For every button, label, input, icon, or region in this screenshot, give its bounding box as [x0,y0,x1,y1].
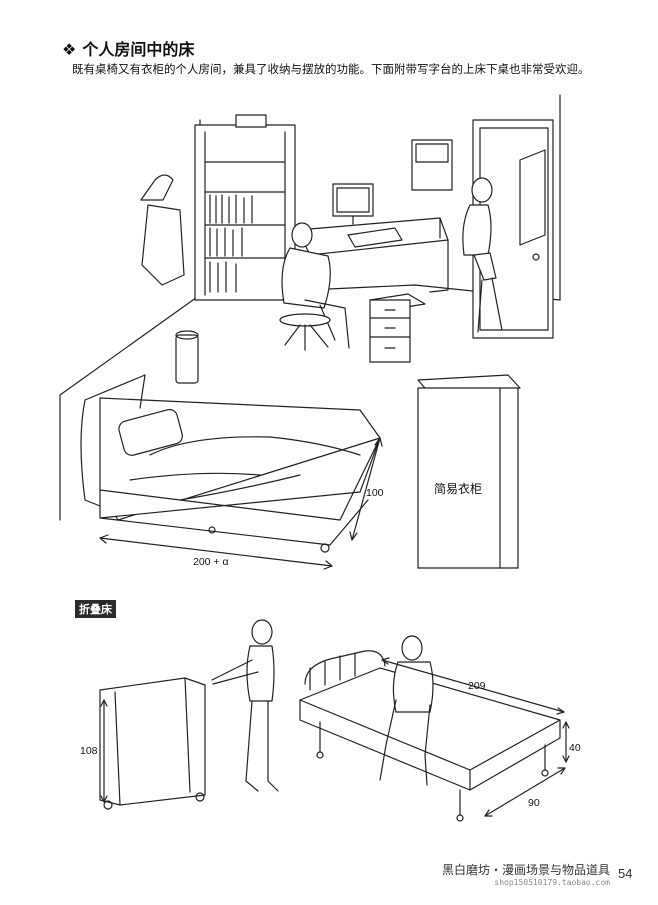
page-title: ❖ 个人房间中的床 [62,36,194,60]
shop-url: shop150510179.taobao.com [494,878,610,887]
bed-length-209-dimension: 209 [468,680,486,692]
bed-width-90-dimension: 90 [528,797,540,809]
publisher-line: 黑白磨坊・漫画场景与物品道具 [441,863,610,877]
folded-height-dimension: 108 [80,745,98,757]
bed-width-dimension: 100 [366,487,384,499]
intro-text: 既有桌椅又有衣柜的个人房间，兼具了收纳与摆放的功能。下面附带写字台的上床下桌也非… [72,62,590,76]
folding-bed-tag: 折叠床 [75,600,116,618]
bed-length-dimension: 200 + α [193,556,229,568]
wardrobe-label: 简易衣柜 [434,482,483,496]
diamond-bullet-icon: ❖ [62,40,77,59]
page-number: 54 [618,866,633,881]
bed-height-40-dimension: 40 [569,742,581,754]
footer: 黑白磨坊・漫画场景与物品道具 shop150510179.taobao.com [442,861,610,887]
page-title-text: 个人房间中的床 [82,40,195,59]
